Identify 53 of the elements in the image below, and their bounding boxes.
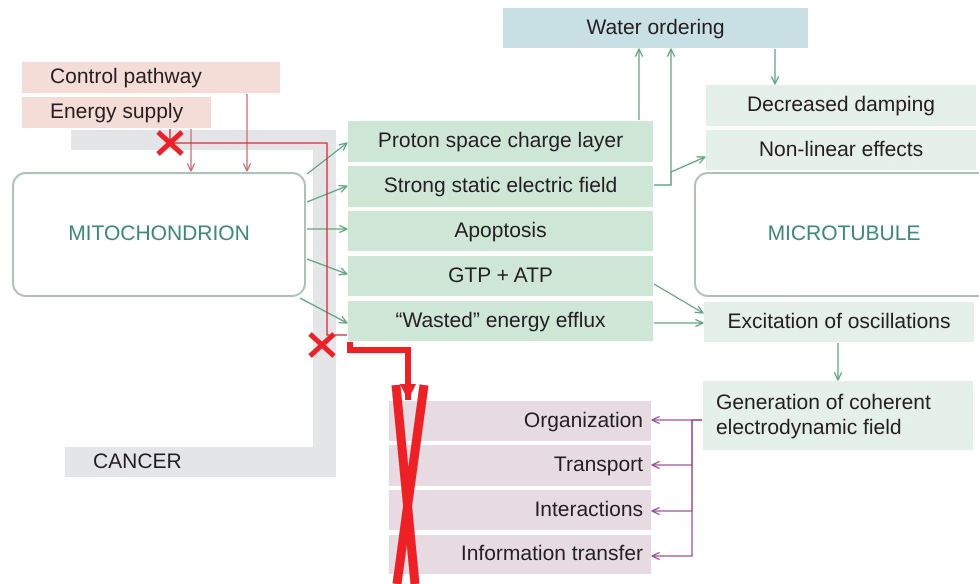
label-box — [22, 62, 280, 93]
arrow — [654, 156, 706, 186]
node-label: GTP + ATP — [448, 264, 553, 288]
arrow — [654, 283, 704, 314]
node-label: Transport — [554, 453, 643, 478]
node-label: Organization — [524, 408, 643, 434]
effect-box — [704, 302, 974, 342]
node-label: Control pathway — [50, 65, 202, 90]
node-label: Strong static electric field — [384, 174, 618, 199]
node-label: Generation of coherent electrodynamic field — [716, 391, 932, 440]
pathway-bar — [65, 447, 336, 477]
arrow — [300, 297, 348, 324]
node-label: Interactions — [534, 498, 643, 522]
arrow — [834, 343, 842, 381]
function-box — [389, 535, 651, 574]
node-label: Water ordering — [586, 16, 725, 40]
arrow — [634, 48, 644, 120]
arrow — [306, 258, 348, 276]
arrow — [307, 224, 348, 234]
node-label: CANCER — [93, 450, 182, 474]
arrow — [770, 49, 780, 85]
node-label: Decreased damping — [747, 93, 935, 118]
thick-arrow — [347, 342, 416, 400]
label-box — [22, 97, 211, 128]
effect-box — [706, 130, 976, 170]
process-box — [348, 256, 653, 296]
node-label: Energy supply — [50, 100, 184, 125]
node-label: “Wasted” energy efflux — [395, 308, 606, 334]
arrow — [306, 184, 348, 203]
process-box — [348, 211, 653, 251]
organelle-label: MICROTUBULE — [768, 222, 920, 247]
organelle-label: MITOCHONDRION — [68, 222, 250, 247]
node-label: Information transfer — [460, 542, 643, 567]
process-box — [348, 121, 653, 162]
organelle-box — [12, 172, 306, 297]
function-box — [389, 401, 651, 441]
effect-box — [703, 381, 973, 450]
node-label: Apoptosis — [454, 218, 547, 244]
node-label: Excitation of oscillations — [728, 310, 950, 334]
node-label: Proton space charge layer — [378, 129, 624, 154]
arrow — [651, 419, 702, 560]
arrow — [186, 129, 196, 172]
arrow — [242, 94, 252, 172]
organelle-box — [694, 172, 979, 297]
function-box — [389, 490, 651, 530]
node-label: Non-linear effects — [758, 138, 924, 162]
function-box — [389, 445, 651, 486]
arrow — [306, 142, 348, 175]
effect-box — [706, 85, 976, 126]
arrow — [654, 318, 704, 328]
process-box — [348, 301, 653, 341]
outcome-box — [503, 8, 808, 48]
process-box — [348, 166, 653, 207]
